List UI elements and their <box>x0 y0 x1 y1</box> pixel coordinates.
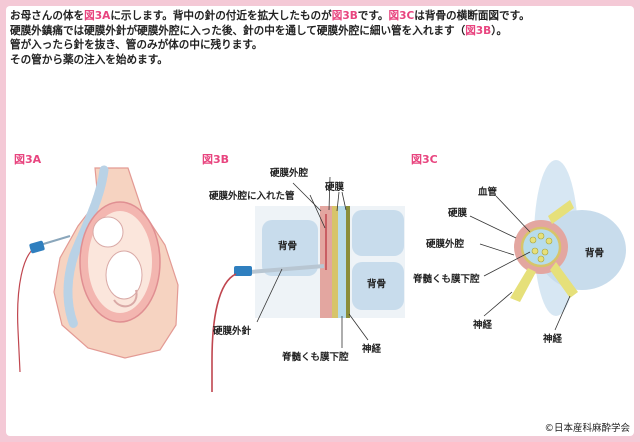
intro-text-segment: お母さんの体を <box>10 10 85 22</box>
fig-ref-3c: 図3C <box>388 10 415 22</box>
figure-3c-label: 図3C <box>411 153 438 166</box>
label-spine-right: 背骨 <box>367 279 387 290</box>
label-epidural-space-top: 硬膜外腔 <box>270 168 309 179</box>
fig-ref-3a: 図3A <box>84 10 111 22</box>
nerve-roots-3c <box>529 232 553 263</box>
leader-lines-b <box>256 176 369 348</box>
intro-text-segment: は背骨の横断面図です。 <box>414 10 530 22</box>
label-dura-top: 硬膜 <box>325 182 345 193</box>
label-catheter-in-epidural-space: 硬膜外腔に入れた管 <box>209 191 295 202</box>
figure-3b-label: 図3B <box>202 153 230 166</box>
figure-3a-illustration <box>17 165 179 373</box>
figure-3c-illustration <box>469 160 626 331</box>
intro-text-segment: 硬膜外鎮痛では硬膜外針が硬膜外腔に入った後、針の中を通して硬膜外腔に細い管を入れ… <box>10 24 466 37</box>
needle-hub-a <box>29 235 71 254</box>
intro-line-3: 管が入ったら針を抜き、管のみが体の中に残ります。 <box>10 39 263 52</box>
nerve-3c-left <box>510 268 536 302</box>
fetus <box>92 216 143 308</box>
vertebra-right-top <box>352 210 404 256</box>
label-epidural-needle: 硬膜外針 <box>213 326 252 337</box>
needle-b <box>234 264 325 276</box>
dura-band <box>332 206 338 318</box>
label-nerve-b: 神経 <box>362 344 382 355</box>
figure-3a-label: 図3A <box>14 153 42 166</box>
intro-text: お母さんの体を図3Aに示します。背中の針の付近を拡大したものが図3Bです。図3C… <box>10 9 622 67</box>
vertebra-right-bottom <box>352 262 404 310</box>
label-nerve-c-left: 神経 <box>473 320 493 331</box>
catheter-tube-b <box>211 273 237 392</box>
intro-text-segment: ）。 <box>491 24 508 37</box>
label-vessel: 血管 <box>478 187 498 198</box>
label-epidural-space-c: 硬膜外腔 <box>426 239 465 250</box>
figure-3b-illustration <box>211 176 405 392</box>
copyright-notice: ©日本産科麻酔学会 <box>544 423 630 434</box>
nerve-3c-top <box>548 200 574 224</box>
nerve-3c-right <box>550 262 578 298</box>
label-nerve-c-right: 神経 <box>543 334 563 345</box>
intro-line-2: 硬膜外鎮痛では硬膜外針が硬膜外腔に入った後、針の中を通して硬膜外腔に細い管を入れ… <box>10 24 622 39</box>
label-dura-c: 硬膜 <box>448 208 468 219</box>
fig-ref-3b: 図3B <box>465 24 492 37</box>
intro-text-segment: に示します。背中の針の付近を拡大したものが <box>110 10 332 22</box>
fig-ref-3b: 図3B <box>331 10 358 22</box>
leader-lines-c <box>469 195 571 331</box>
epidural-catheter-line-a <box>17 245 39 373</box>
intro-line-1: お母さんの体を図3Aに示します。背中の針の付近を拡大したものが図3Bです。図3C… <box>10 9 622 24</box>
label-subarachnoid-b: 脊髄くも膜下腔 <box>282 352 349 363</box>
label-spine-c: 背骨 <box>585 248 605 259</box>
vertebra-left <box>262 220 318 276</box>
nerve-band <box>346 206 350 318</box>
label-subarachnoid-c: 脊髄くも膜下腔 <box>413 274 480 285</box>
label-spine-left: 背骨 <box>278 241 298 252</box>
intro-line-4: その管から薬の注入を始めます。 <box>10 53 168 66</box>
intro-text-segment: です。 <box>357 10 389 22</box>
subarachnoid-band <box>338 206 346 318</box>
spine-column <box>63 165 109 330</box>
